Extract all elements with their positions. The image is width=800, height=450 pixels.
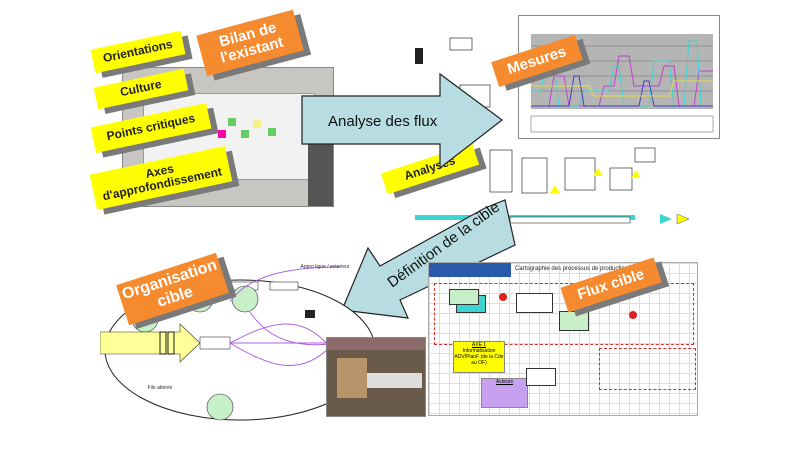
axe-box: AXE 1 Informatisation ADV/PlanF (de la C… [453,341,505,373]
acteurs-box: Acteurs [481,378,528,408]
appro-text: Appro ligne / exterieur [300,264,350,270]
process-map: Cartographie des processus de production… [428,262,698,416]
axe-title: AXE 1 [471,342,487,348]
axe-text: Informatisation ADV/PlanF (de la Cde au … [454,348,504,366]
workshop-photo [326,337,426,417]
flow-analysis-diagram [400,10,720,235]
measurement-chart [518,15,720,139]
arrow-analyse-flux-text: Analyse des flux [328,113,438,130]
queue-text: File attente [147,385,173,391]
acteurs-title: Acteurs [496,379,513,385]
flow-diagram-sketch [415,37,690,225]
arrow-analyse-flux: Analyse des flux [301,72,503,170]
measurement-chart-lines [530,34,714,133]
process-map-title: Cartographie des processus de production [515,266,629,272]
